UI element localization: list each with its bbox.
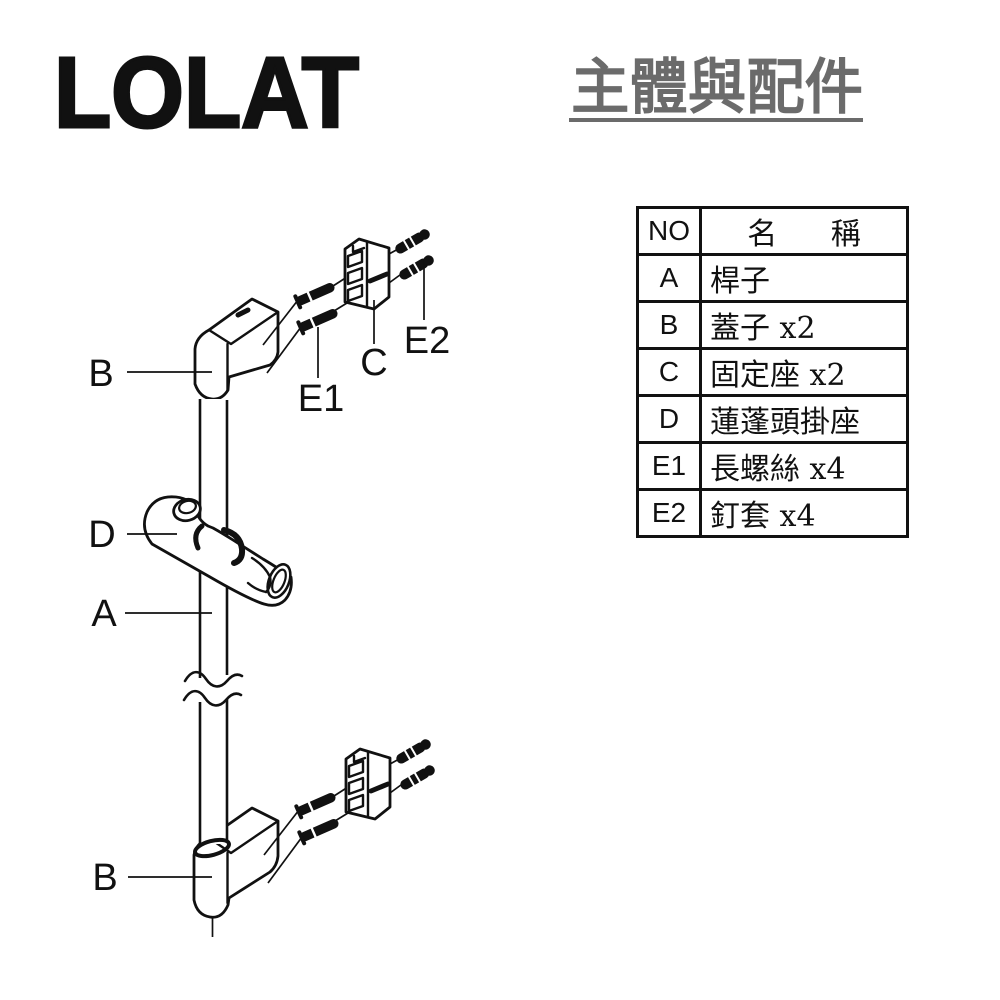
holder-clamp-rim [193, 523, 205, 551]
part-name: 桿子 [699, 253, 909, 303]
holder-clamp-rim [221, 527, 246, 566]
label-e1: E1 [298, 378, 344, 420]
cap-slot-mark [235, 307, 251, 318]
part-no: C [636, 347, 702, 397]
part-no: A [636, 253, 702, 303]
brand-logo: LOLAT [53, 38, 361, 143]
page-title-block: 主體與配件 [569, 54, 863, 122]
part-no: E1 [636, 441, 702, 491]
shower-holder-shape [143, 495, 293, 607]
label-b-bottom: B [92, 857, 117, 899]
slide-bar-shape [182, 399, 244, 846]
part-name: 固定座 x2 [699, 347, 909, 397]
bottom-cap-collar [192, 837, 232, 859]
table-row: E1 長螺絲 x4 [636, 441, 909, 491]
top-cap-shape [193, 297, 280, 401]
part-no: B [636, 300, 702, 350]
table-row: B 蓋子 x2 [636, 300, 909, 350]
table-row: A 桿子 [636, 253, 909, 303]
label-a: A [91, 593, 117, 635]
label-c: C [360, 342, 387, 384]
table-row: C 固定座 x2 [636, 347, 909, 397]
part-name: 蓮蓬頭掛座 [699, 394, 909, 444]
part-name: 長螺絲 x4 [699, 441, 909, 491]
bar-break-mark [182, 689, 243, 707]
label-e2: E2 [404, 320, 450, 362]
table-row: D 蓮蓬頭掛座 [636, 394, 909, 444]
label-d: D [88, 514, 115, 556]
part-name: 釘套 x4 [699, 488, 909, 538]
parts-table: NO 名 稱 A 桿子 B 蓋子 x2 C 固定座 x2 D 蓮蓬頭掛座 E1 … [636, 206, 909, 538]
leader-lines [125, 263, 425, 878]
part-no: D [636, 394, 702, 444]
header-name: 名 稱 [699, 206, 909, 256]
table-row: E2 釘套 x4 [636, 488, 909, 538]
part-no: E2 [636, 488, 702, 538]
hardware-bottom-group [264, 737, 437, 883]
table-header-row: NO 名 稱 [636, 206, 909, 256]
part-name: 蓋子 x2 [699, 300, 909, 350]
brand-logo-text: LOLAT [54, 38, 359, 143]
label-b-top: B [88, 353, 113, 395]
page-title: 主體與配件 [571, 54, 863, 121]
header-no: NO [636, 206, 702, 256]
bar-break-mark [183, 670, 244, 688]
